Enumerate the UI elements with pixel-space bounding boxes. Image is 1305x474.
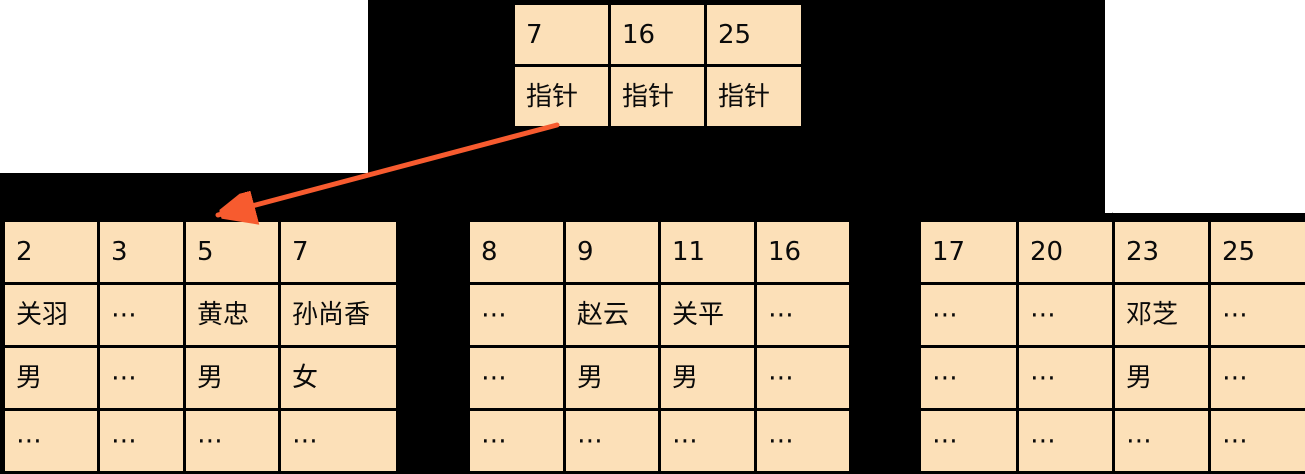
leaf-cell: ⋯ [920,284,1018,347]
leaf-ellipsis-row: ⋯ ⋯ ⋯ ⋯ [4,410,398,473]
root-pointer-row: 指针 指针 指针 [514,66,803,128]
root-pointer-cell: 指针 [706,66,803,128]
leaf-cell: 男 [660,347,756,410]
leaf-cell: ⋯ [99,410,185,473]
leaf-cell: ⋯ [280,410,398,473]
leaf-name-row: 关羽 ⋯ 黄忠 孙尚香 [4,284,398,347]
leaf-cell: ⋯ [1114,410,1210,473]
white-panel-top-left [0,0,368,173]
leaf-ellipsis-row: ⋯ ⋯ ⋯ ⋯ [469,410,851,473]
leaf-gender-row: ⋯ 男 男 ⋯ [469,347,851,410]
root-node-table: 7 16 25 指针 指针 指针 [512,2,804,129]
leaf-cell: 男 [565,347,660,410]
leaf-cell: 8 [469,221,565,284]
leaf-key-row: 8 9 11 16 [469,221,851,284]
leaf-cell: ⋯ [756,347,851,410]
root-key-cell: 25 [706,4,803,66]
leaf-cell: 关羽 [4,284,99,347]
leaf-cell: 25 [1210,221,1305,284]
leaf-cell: 9 [565,221,660,284]
white-panel-top-right [1105,0,1305,213]
leaf-cell: ⋯ [1018,284,1114,347]
leaf-cell: 5 [185,221,280,284]
leaf-cell: ⋯ [1210,347,1305,410]
leaf-cell: 邓芝 [1114,284,1210,347]
leaf-cell: 男 [185,347,280,410]
leaf-cell: ⋯ [660,410,756,473]
root-pointer-cell: 指针 [514,66,610,128]
leaf-cell: ⋯ [1210,284,1305,347]
leaf-gender-row: ⋯ ⋯ 男 ⋯ [920,347,1305,410]
leaf-node-table-3: 17 20 23 25 ⋯ ⋯ 邓芝 ⋯ ⋯ ⋯ 男 ⋯ ⋯ ⋯ ⋯ ⋯ [918,219,1305,474]
leaf-ellipsis-row: ⋯ ⋯ ⋯ ⋯ [920,410,1305,473]
root-key-cell: 7 [514,4,610,66]
leaf-cell: 男 [4,347,99,410]
leaf-cell: 7 [280,221,398,284]
leaf-cell: ⋯ [185,410,280,473]
leaf-cell: 黄忠 [185,284,280,347]
leaf-cell: 3 [99,221,185,284]
leaf-cell: ⋯ [920,347,1018,410]
leaf-cell: ⋯ [1210,410,1305,473]
root-key-row: 7 16 25 [514,4,803,66]
leaf-cell: ⋯ [920,410,1018,473]
leaf-cell: 孙尚香 [280,284,398,347]
leaf-key-row: 17 20 23 25 [920,221,1305,284]
leaf-cell: ⋯ [565,410,660,473]
leaf-cell: ⋯ [1018,410,1114,473]
root-key-cell: 16 [610,4,706,66]
leaf-cell: 2 [4,221,99,284]
leaf-gender-row: 男 ⋯ 男 女 [4,347,398,410]
leaf-node-table-2: 8 9 11 16 ⋯ 赵云 关平 ⋯ ⋯ 男 男 ⋯ ⋯ ⋯ ⋯ ⋯ [467,219,852,474]
leaf-cell: ⋯ [469,410,565,473]
leaf-name-row: ⋯ 赵云 关平 ⋯ [469,284,851,347]
root-pointer-cell: 指针 [610,66,706,128]
leaf-cell: 11 [660,221,756,284]
leaf-cell: 赵云 [565,284,660,347]
leaf-cell: ⋯ [1018,347,1114,410]
leaf-key-row: 2 3 5 7 [4,221,398,284]
leaf-cell: 女 [280,347,398,410]
leaf-cell: 16 [756,221,851,284]
leaf-cell: ⋯ [4,410,99,473]
leaf-cell: 20 [1018,221,1114,284]
leaf-cell: ⋯ [99,347,185,410]
leaf-cell: ⋯ [99,284,185,347]
leaf-cell: 17 [920,221,1018,284]
leaf-cell: ⋯ [469,284,565,347]
leaf-cell: ⋯ [756,410,851,473]
leaf-cell: ⋯ [469,347,565,410]
leaf-node-table-1: 2 3 5 7 关羽 ⋯ 黄忠 孙尚香 男 ⋯ 男 女 ⋯ ⋯ ⋯ ⋯ [2,219,399,474]
leaf-cell: 23 [1114,221,1210,284]
leaf-cell: ⋯ [756,284,851,347]
leaf-cell: 关平 [660,284,756,347]
leaf-name-row: ⋯ ⋯ 邓芝 ⋯ [920,284,1305,347]
leaf-cell: 男 [1114,347,1210,410]
